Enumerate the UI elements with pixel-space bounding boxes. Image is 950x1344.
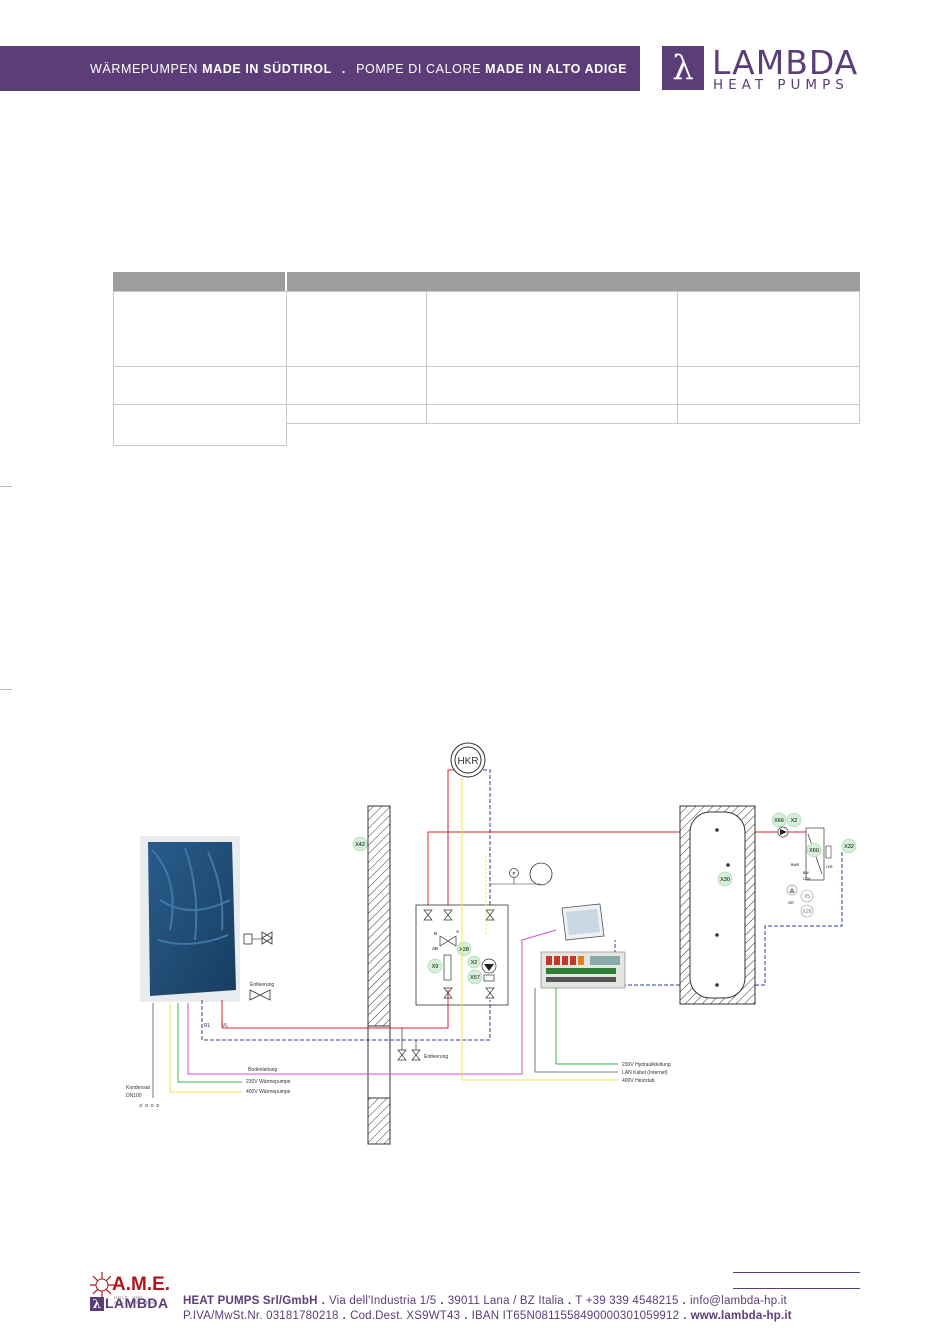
- table-cell: [286, 366, 427, 405]
- v400-wp-label: 400V Wärmepumpe: [246, 1089, 291, 1095]
- hydraulic-diagram: Entleerung HKR X42: [126, 742, 857, 1145]
- table-cell: [286, 291, 427, 367]
- sun-icon: [90, 1272, 114, 1298]
- label-x30: X30: [717, 871, 733, 887]
- svg-text:X9: X9: [432, 964, 439, 970]
- table-header-right: [287, 272, 860, 291]
- rl-label: RL: [204, 1023, 211, 1029]
- svg-text:X60: X60: [809, 848, 819, 854]
- svg-text:X42: X42: [355, 842, 365, 848]
- table-cell: [677, 366, 860, 405]
- drain-valves: [397, 1028, 421, 1061]
- gravel-icon: ∘∘∘∘: [138, 1100, 161, 1110]
- footer-rule: [733, 1272, 860, 1273]
- svg-text:X28: X28: [459, 947, 469, 953]
- svg-text:LZW: LZW: [803, 877, 811, 881]
- kondensat-label: Kondensat: [126, 1085, 151, 1091]
- margin-tick: [0, 689, 12, 690]
- svg-text:X32: X32: [844, 844, 854, 850]
- label-x60: X60: [806, 842, 822, 858]
- hkr-heating-circuit: HKR: [450, 742, 486, 778]
- footer-rule: [733, 1288, 860, 1289]
- pipes: [201, 769, 843, 1041]
- svg-text:AB: AB: [432, 946, 438, 951]
- label-x32: X32: [841, 838, 857, 854]
- table-cell: [426, 404, 678, 424]
- svg-text:X2: X2: [471, 960, 478, 966]
- table-cell: [113, 291, 287, 367]
- lan-label: LAN Kabel (Internet): [622, 1070, 668, 1076]
- banner-text: WÄRMEPUMPEN MADE IN SÜDTIROL . POMPE DI …: [90, 62, 627, 76]
- entleerung-label-2: Entleerung: [424, 1054, 448, 1060]
- svg-text:BWR: BWR: [791, 863, 800, 867]
- wall: [367, 805, 391, 1145]
- svg-text:A: A: [456, 929, 459, 934]
- ame-logo: A.M.E. HOLZ- UND SOLARSYSTEME: [90, 1258, 185, 1305]
- svg-text:X30: X30: [720, 877, 730, 883]
- svg-text:X57: X57: [470, 975, 480, 981]
- logo-subtitle: HEAT PUMPS: [713, 77, 849, 93]
- label-x42: X42: [352, 836, 368, 852]
- lambda-symbol-icon: λ: [662, 46, 704, 90]
- table-cell: [677, 291, 860, 367]
- lambda-logo: λ LAMBDA HEAT PUMPS: [662, 43, 862, 93]
- svg-text:X29: X29: [803, 909, 812, 915]
- footer-line-1: HEAT PUMPS Srl/GmbH.Via dell'Industria 1…: [183, 1295, 787, 1307]
- table-cell: [286, 404, 427, 424]
- svg-text:X66: X66: [774, 818, 784, 824]
- banner-part2: POMPE DI CALORE: [356, 61, 482, 76]
- cables: [152, 778, 618, 1098]
- footer-line-2: P.IVA/MwSt.Nr. 03181780218.Cod.Dest. XS9…: [183, 1310, 792, 1322]
- heat-pump-unit: [140, 836, 240, 1002]
- v400-heizstab-label: 400V Heizstab: [622, 1078, 655, 1084]
- v230-wp-label: 230V Wärmepumpe: [246, 1079, 291, 1085]
- dhw-module: X5 X29 BWR BW LZW LVR ZIR: [777, 826, 833, 918]
- svg-text:BW: BW: [803, 871, 809, 875]
- logo-brand: LAMBDA: [712, 43, 859, 82]
- v230-hydraulik-label: 230V Hydraulikleitung: [622, 1062, 671, 1068]
- label-x9: X9: [427, 958, 443, 974]
- svg-text:ZIR: ZIR: [788, 901, 794, 905]
- table-cell: [677, 404, 860, 424]
- bodenleitung-label: Bodenleitung: [248, 1067, 277, 1073]
- margin-tick: [0, 486, 12, 487]
- svg-text:X5: X5: [804, 894, 810, 900]
- svg-text:B: B: [434, 931, 437, 936]
- label-x66: X66: [771, 812, 787, 828]
- banner-part1-bold: MADE IN SÜDTIROL: [202, 61, 332, 76]
- expansion-vessel: P: [490, 862, 553, 886]
- footer-email-link[interactable]: info@lambda-hp.it: [689, 1295, 787, 1307]
- banner-separator: .: [341, 61, 346, 76]
- lambda-symbol-icon: λ: [90, 1297, 104, 1311]
- hkr-label: HKR: [457, 756, 478, 767]
- buffer-tank: [679, 805, 756, 1005]
- label-x2-top: X2: [786, 812, 802, 828]
- header-banner: WÄRMEPUMPEN MADE IN SÜDTIROL . POMPE DI …: [0, 46, 640, 91]
- footer-website-link[interactable]: www.lambda-hp.it: [690, 1310, 792, 1322]
- dn-label: DN100: [126, 1093, 142, 1099]
- banner-part2-bold: MADE IN ALTO ADIGE: [485, 61, 628, 76]
- svg-text:LVR: LVR: [826, 865, 833, 869]
- table-cell: [113, 366, 287, 405]
- vl-label: VL: [222, 1023, 228, 1029]
- ame-name: A.M.E.: [112, 1274, 171, 1295]
- table-cell: [426, 291, 678, 367]
- label-x28: X28: [456, 941, 472, 957]
- ame-tagline: HOLZ- UND SOLARSYSTEME: [114, 1295, 157, 1305]
- entleerung-label-1: Entleerung: [250, 982, 274, 988]
- safety-valve-group: Entleerung: [243, 931, 274, 1001]
- svg-text:P: P: [512, 871, 515, 876]
- svg-text:X2: X2: [791, 818, 798, 824]
- table-cell: [113, 404, 287, 446]
- label-x2-mid: X2: [467, 955, 481, 969]
- banner-part1: WÄRMEPUMPEN: [90, 61, 198, 76]
- label-x57: X57: [467, 969, 483, 985]
- touch-display: [561, 903, 605, 941]
- table-header-left: [113, 272, 285, 291]
- table-cell: [426, 366, 678, 405]
- controller-board: [540, 951, 626, 989]
